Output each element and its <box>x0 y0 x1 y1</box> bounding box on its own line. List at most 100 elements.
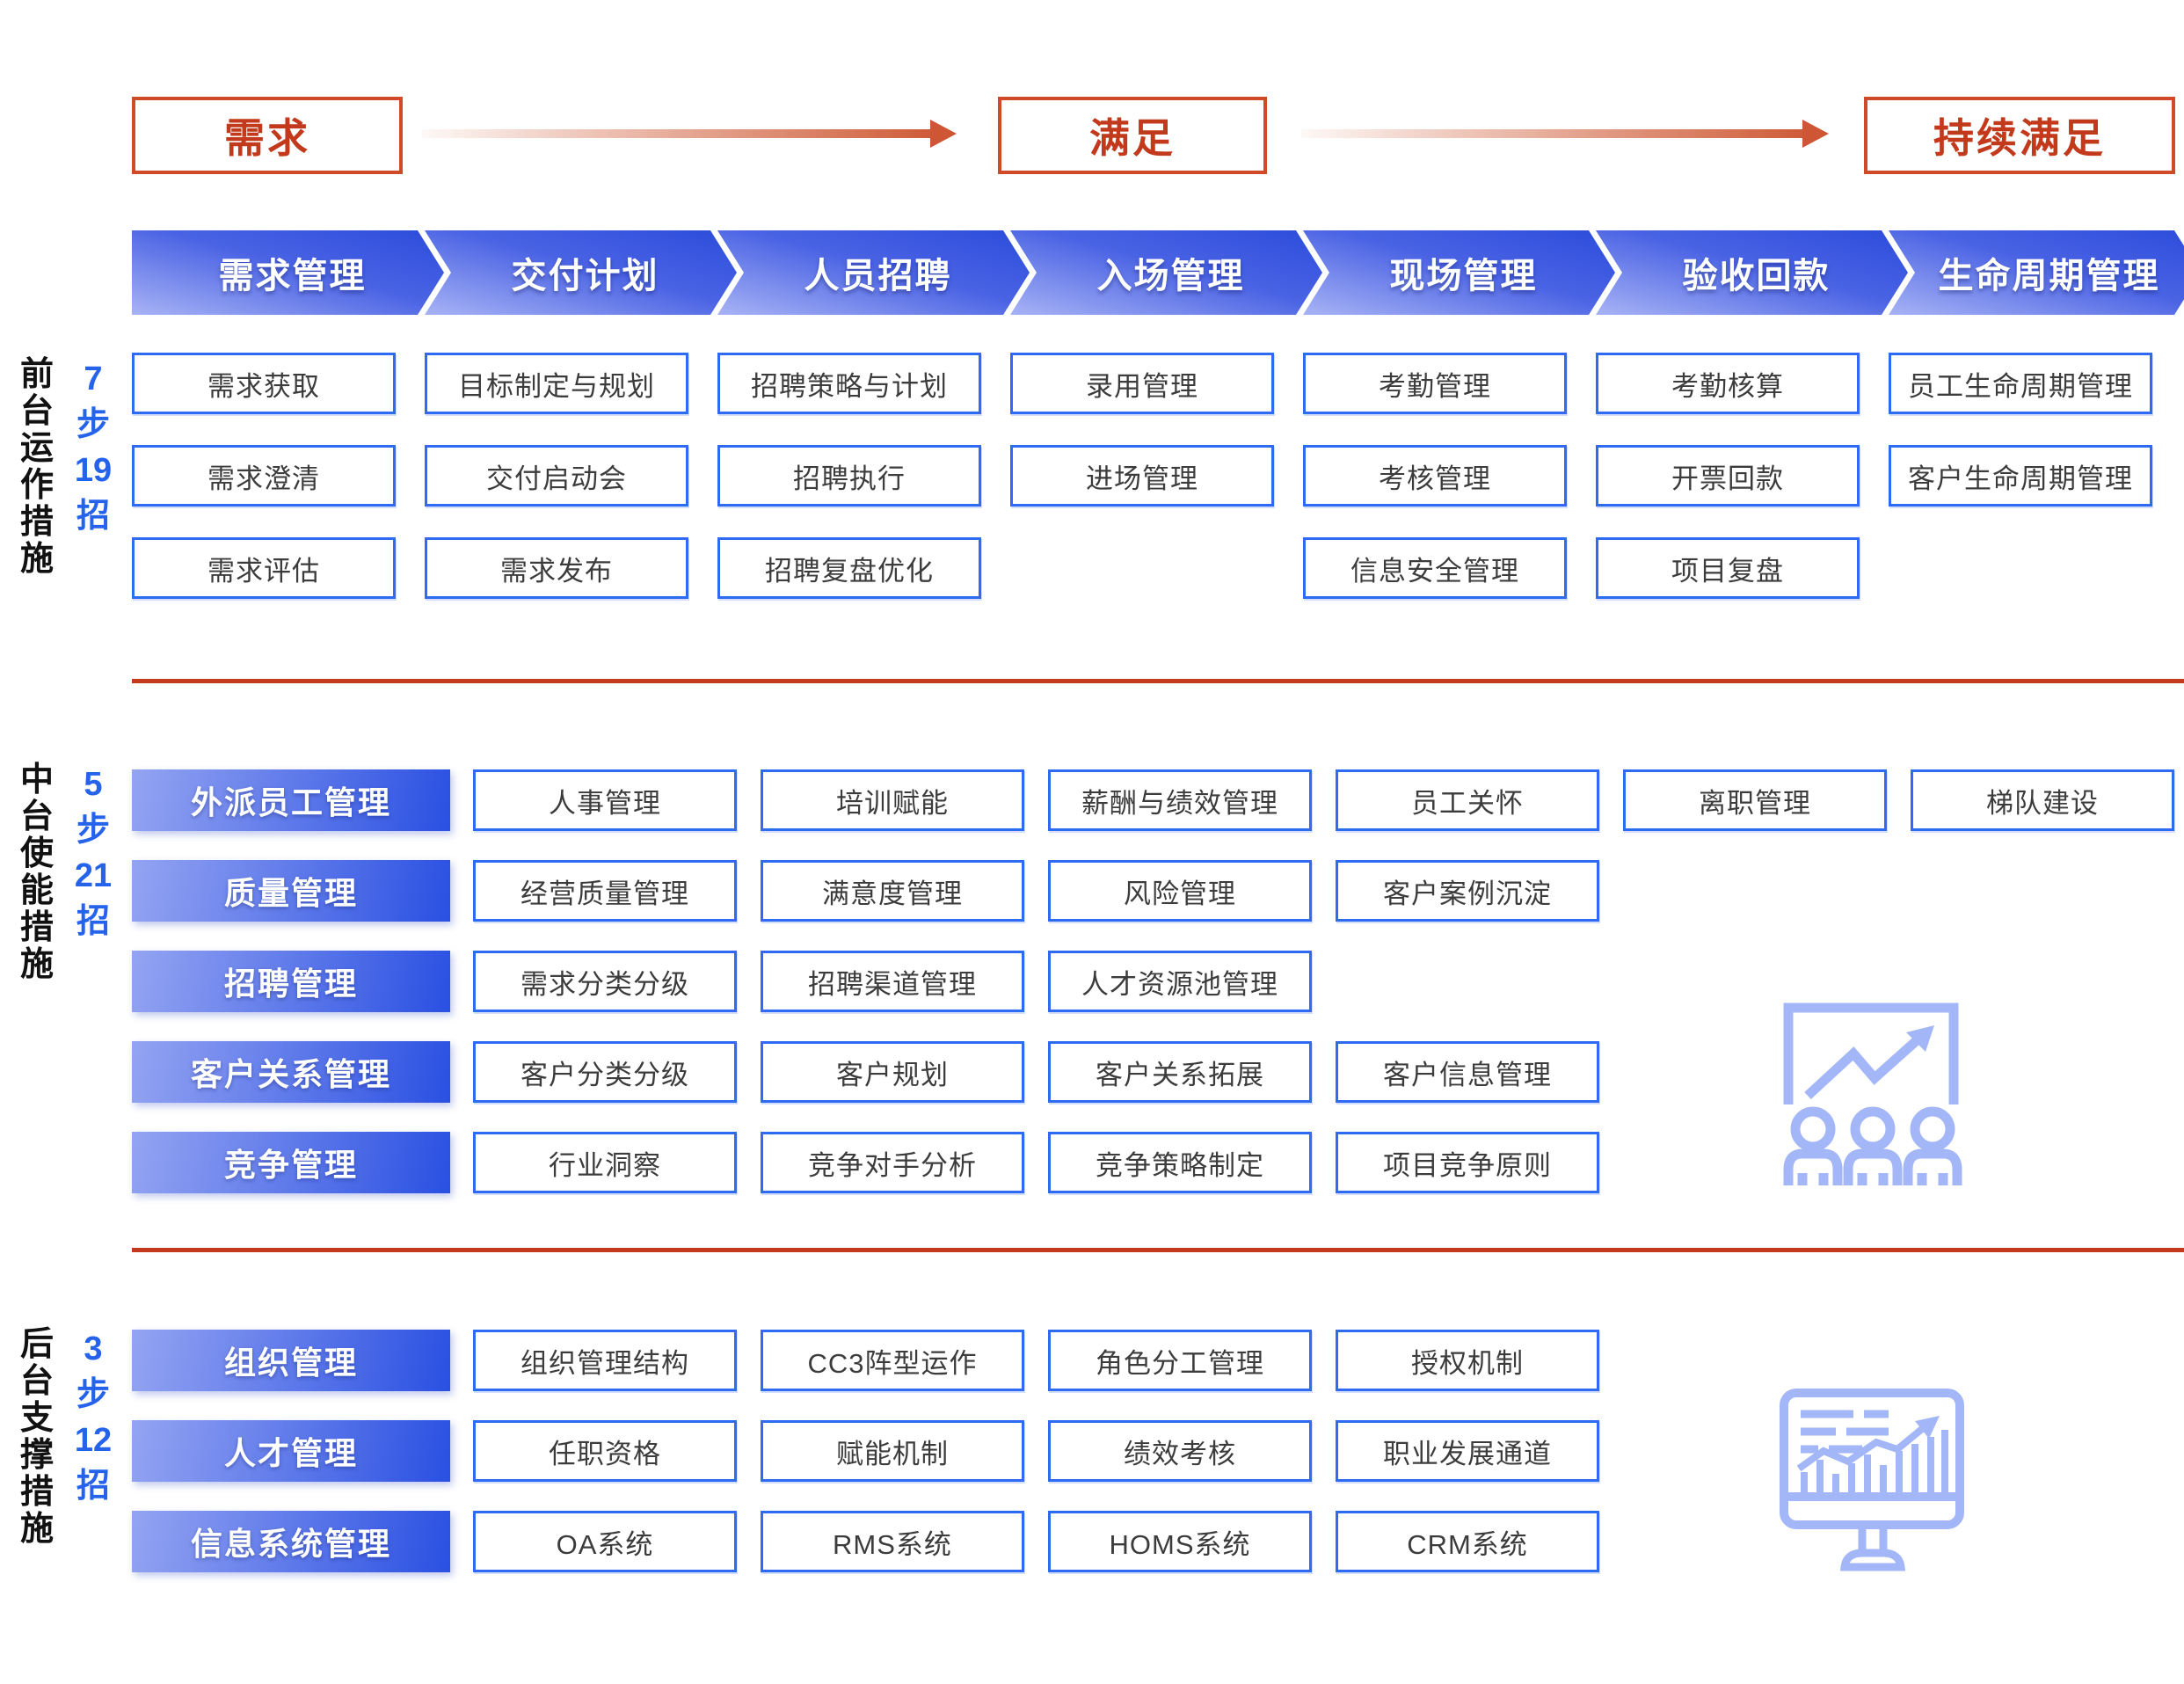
process-box: 招聘执行 <box>717 445 981 507</box>
row-header: 组织管理 <box>132 1330 450 1391</box>
process-stage-chevron: 人员招聘 <box>717 230 1030 315</box>
process-box-label: RMS系统 <box>833 1528 952 1560</box>
front-column-onsite: 考勤管理考核管理信息安全管理 <box>1303 353 1567 599</box>
process-stage-chevron: 生命周期管理 <box>1889 230 2184 315</box>
process-box-label: 绩效考核 <box>1124 1438 1236 1469</box>
process-stage-label: 生命周期管理 <box>1938 257 2160 295</box>
process-box-label: 需求分类分级 <box>521 968 689 1000</box>
middle-stat-line: 步 <box>76 812 110 849</box>
process-chevron-bar: 需求管理 交付计划 人员招聘 入场管理 现场管理 验收回款 生命周期管理 <box>132 230 2181 315</box>
front-column-recruit: 招聘策略与计划招聘执行招聘复盘优化 <box>717 353 981 599</box>
process-box-label: 风险管理 <box>1124 878 1236 909</box>
process-box: 人事管理 <box>473 769 737 831</box>
flow-stage-demand: 需求 <box>132 97 403 174</box>
process-box-label: OA系统 <box>556 1528 654 1560</box>
process-box: 考核管理 <box>1303 445 1567 507</box>
middle-stat-line: 招 <box>76 903 110 940</box>
process-box-label: 考核管理 <box>1379 463 1491 494</box>
row-header: 招聘管理 <box>132 951 450 1012</box>
process-box-label: 需求获取 <box>207 370 320 402</box>
process-stage-chevron: 入场管理 <box>1010 230 1322 315</box>
process-box: 绩效考核 <box>1048 1420 1312 1482</box>
process-box-label: 竞争策略制定 <box>1096 1149 1264 1181</box>
process-box: 开票回款 <box>1596 445 1860 507</box>
process-box-label: 人事管理 <box>549 787 661 819</box>
process-box-label: 需求澄清 <box>207 463 320 494</box>
row-header: 客户关系管理 <box>132 1041 450 1103</box>
process-box-label: CC3阵型运作 <box>807 1347 978 1379</box>
middle-row-customer-relations: 客户关系管理 客户分类分级客户规划客户关系拓展客户信息管理 <box>132 1041 1599 1103</box>
process-box: 任职资格 <box>473 1420 737 1482</box>
process-box-label: 员工生命周期管理 <box>1908 370 2133 402</box>
process-stage-chevron: 交付计划 <box>425 230 737 315</box>
process-box: 组织管理结构 <box>473 1330 737 1391</box>
process-box: 需求发布 <box>425 537 688 599</box>
front-column-onboard: 录用管理进场管理 <box>1010 353 1274 507</box>
process-box-label: 薪酬与绩效管理 <box>1081 787 1278 819</box>
process-box-label: 开票回款 <box>1671 463 1784 494</box>
process-box: 客户案例沉淀 <box>1336 860 1599 922</box>
middle-row-recruiting: 招聘管理 需求分类分级 招聘渠道管理 人才资源池管理 <box>132 951 1312 1012</box>
process-box: 考勤核算 <box>1596 353 1860 414</box>
flow-stage-label: 需求 <box>224 115 310 161</box>
process-box-label: 任职资格 <box>549 1438 661 1469</box>
front-column-demand: 需求获取需求澄清需求评估 <box>132 353 396 599</box>
process-box-label: 客户生命周期管理 <box>1908 463 2133 494</box>
process-box: 招聘渠道管理 <box>761 951 1024 1012</box>
process-box: 考勤管理 <box>1303 353 1567 414</box>
back-section-side-label: 后台支撑措施 <box>19 1326 54 1548</box>
process-box: OA系统 <box>473 1511 737 1572</box>
process-box: 满意度管理 <box>761 860 1024 922</box>
middle-row-competition: 竞争管理 行业洞察竞争对手分析竞争策略制定项目竞争原则 <box>132 1132 1599 1193</box>
row-header: 外派员工管理 <box>132 769 450 831</box>
back-stat-line: 招 <box>76 1468 110 1505</box>
front-stat-line: 招 <box>76 498 110 535</box>
process-box: HOMS系统 <box>1048 1511 1312 1572</box>
front-section-side-label: 前台运作措施 <box>19 356 54 578</box>
process-box-label: 客户信息管理 <box>1383 1059 1552 1090</box>
process-box: 需求评估 <box>132 537 396 599</box>
process-box: 竞争对手分析 <box>761 1132 1024 1193</box>
process-box-label: 招聘渠道管理 <box>808 968 977 1000</box>
process-box: 录用管理 <box>1010 353 1274 414</box>
process-box: 目标制定与规划 <box>425 353 688 414</box>
flow-arrow-icon <box>422 120 957 148</box>
process-box-label: 竞争对手分析 <box>808 1149 977 1181</box>
process-box: 角色分工管理 <box>1048 1330 1312 1391</box>
process-box-label: 经营质量管理 <box>521 878 689 909</box>
process-box: 员工关怀 <box>1336 769 1599 831</box>
process-box: 竞争策略制定 <box>1048 1132 1312 1193</box>
process-box: CC3阵型运作 <box>761 1330 1024 1391</box>
middle-row-dispatch: 外派员工管理 人事管理培训赋能薪酬与绩效管理员工关怀离职管理梯队建设 <box>132 769 2174 831</box>
process-box: 项目竞争原则 <box>1336 1132 1599 1193</box>
process-box: 职业发展通道 <box>1336 1420 1599 1482</box>
process-box: 经营质量管理 <box>473 860 737 922</box>
process-box-label: 招聘执行 <box>793 463 906 494</box>
process-box-label: 信息安全管理 <box>1350 555 1519 587</box>
process-stage-label: 验收回款 <box>1682 257 1831 295</box>
process-box-label: 组织管理结构 <box>521 1347 689 1379</box>
front-stat-line: 步 <box>76 406 110 443</box>
process-box-label: 进场管理 <box>1086 463 1198 494</box>
process-box: RMS系统 <box>761 1511 1024 1572</box>
process-box: 信息安全管理 <box>1303 537 1567 599</box>
flow-stage-label: 持续满足 <box>1933 115 2106 161</box>
front-column-lifecycle: 员工生命周期管理客户生命周期管理 <box>1889 353 2152 507</box>
flow-arrow-icon <box>1301 120 1829 148</box>
process-box: 交付启动会 <box>425 445 688 507</box>
process-box-label: 录用管理 <box>1086 370 1198 402</box>
process-box-label: 职业发展通道 <box>1383 1438 1552 1469</box>
process-box: 赋能机制 <box>761 1420 1024 1482</box>
process-box: 风险管理 <box>1048 860 1312 922</box>
section-divider <box>132 679 2184 683</box>
process-box-label: 培训赋能 <box>836 787 949 819</box>
process-box-label: 需求评估 <box>207 555 320 587</box>
process-box-label: 人才资源池管理 <box>1081 968 1278 1000</box>
process-stage-label: 现场管理 <box>1389 257 1538 295</box>
process-box: 客户规划 <box>761 1041 1024 1103</box>
process-box: 项目复盘 <box>1596 537 1860 599</box>
flow-stage-satisfy: 满足 <box>998 97 1267 174</box>
